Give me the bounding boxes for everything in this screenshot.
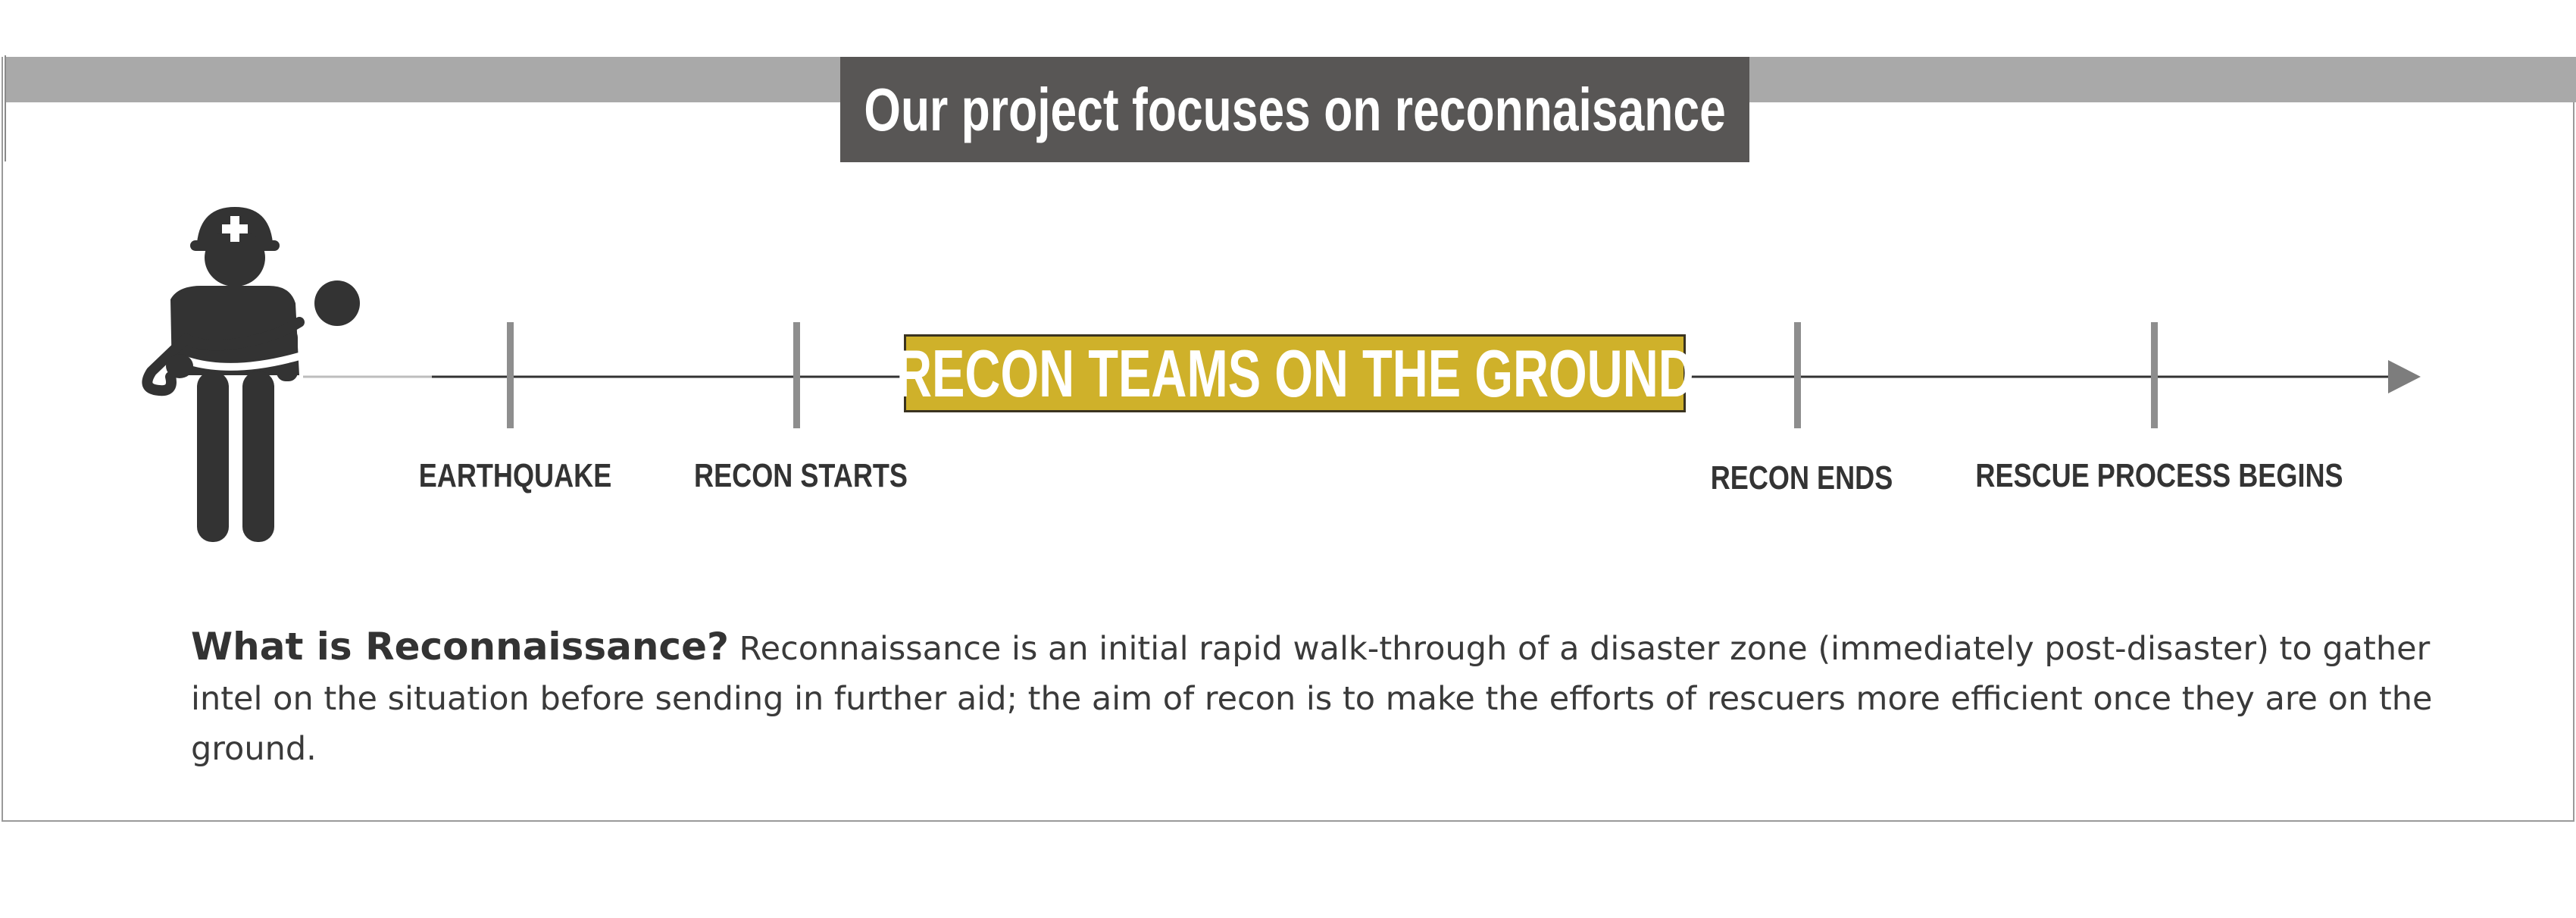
description-paragraph: What is Reconnaissance? Reconnaissance i…	[191, 622, 2464, 774]
tick-recon-starts	[793, 322, 800, 428]
description-text: Reconnaissance is an initial rapid walk-…	[191, 630, 2433, 768]
tick-rescue-begins	[2151, 322, 2158, 428]
event-label-rescue-begins: RESCUE PROCESS BEGINS	[1975, 457, 2343, 494]
recon-phase-box: RECON TEAMS ON THE GROUND	[896, 334, 1693, 412]
tick-recon-ends	[1794, 322, 1801, 428]
event-label-recon-starts: RECON STARTS	[694, 457, 908, 494]
title-banner: Our project focuses on reconnaisance	[840, 57, 1749, 162]
page-title: Our project focuses on reconnaisance	[864, 75, 1726, 143]
timeline-arrowhead	[2388, 360, 2421, 393]
description-term: What is Reconnaissance?	[191, 625, 729, 669]
content-panel	[2, 57, 2574, 822]
event-label-earthquake: EARTHQUAKE	[418, 457, 612, 494]
rescuer-carrying-person-icon	[142, 207, 360, 542]
event-label-recon-ends: RECON ENDS	[1710, 459, 1893, 497]
recon-phase-label: RECON TEAMS ON THE GROUND	[896, 335, 1694, 411]
panel-left-edge	[5, 55, 6, 161]
tick-earthquake	[507, 322, 514, 428]
